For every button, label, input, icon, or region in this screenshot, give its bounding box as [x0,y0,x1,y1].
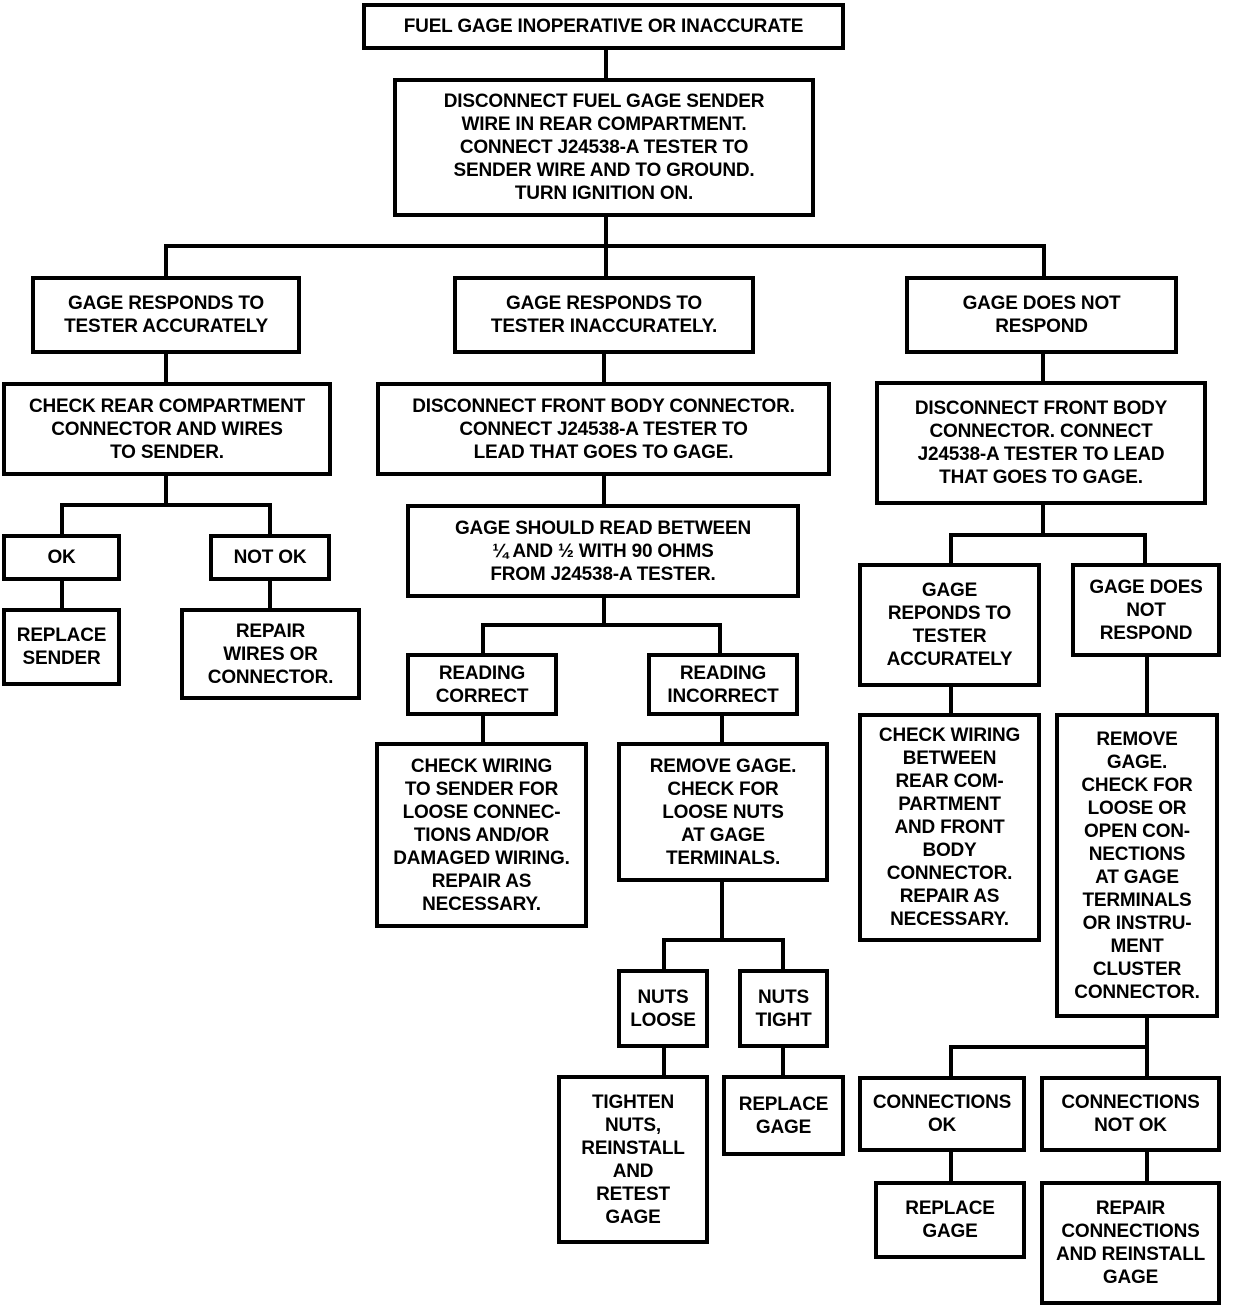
tighten-nuts-box: TIGHTEN NUTS, REINSTALL AND RETEST GAGE [557,1075,709,1244]
remove-gage-check-nuts-box: REMOVE GAGE. CHECK FOR LOOSE NUTS AT GAG… [617,742,829,882]
gage-responds-accurately-box: GAGE RESPONDS TO TESTER ACCURATELY [31,276,301,354]
root-problem-box: FUEL GAGE INOPERATIVE OR INACCURATE [362,3,845,50]
connections-ok-box: CONNECTIONS OK [858,1076,1026,1152]
initial-test-step-box: DISCONNECT FUEL GAGE SENDER WIRE IN REAR… [393,78,815,217]
gage-does-not-respond-box: GAGE DOES NOT RESPOND [905,276,1178,354]
disconnect-front-body-box: DISCONNECT FRONT BODY CONNECTOR. CONNECT… [376,382,831,476]
disconnect-front-body-c-box: DISCONNECT FRONT BODY CONNECTOR. CONNECT… [875,381,1207,505]
repair-wires-box: REPAIR WIRES OR CONNECTOR. [180,608,361,700]
nuts-loose-box: NUTS LOOSE [617,969,709,1048]
rear-ok-box: OK [2,534,121,581]
gage-responds-accurately-c-box: GAGE REPONDS TO TESTER ACCURATELY [858,563,1041,687]
rear-not-ok-box: NOT OK [209,534,331,581]
check-rear-compartment-box: CHECK REAR COMPARTMENT CONNECTOR AND WIR… [2,382,332,476]
check-wiring-between-box: CHECK WIRING BETWEEN REAR COM- PARTMENT … [858,713,1041,942]
remove-gage-check-connections-box: REMOVE GAGE. CHECK FOR LOOSE OR OPEN CON… [1055,713,1219,1018]
connections-not-ok-box: CONNECTIONS NOT OK [1040,1076,1221,1152]
replace-gage-c-box: REPLACE GAGE [874,1181,1026,1259]
replace-sender-box: REPLACE SENDER [2,608,121,686]
gage-does-not-respond-c-box: GAGE DOES NOT RESPOND [1071,563,1221,657]
replace-gage-b-box: REPLACE GAGE [722,1075,845,1156]
gage-should-read-box: GAGE SHOULD READ BETWEEN ¼ AND ½ WITH 90… [406,504,800,598]
nuts-tight-box: NUTS TIGHT [738,969,829,1048]
check-wiring-to-sender-box: CHECK WIRING TO SENDER FOR LOOSE CONNEC-… [375,742,588,928]
reading-correct-box: READING CORRECT [406,653,558,716]
reading-incorrect-box: READING INCORRECT [647,653,799,716]
repair-connections-box: REPAIR CONNECTIONS AND REINSTALL GAGE [1040,1181,1221,1305]
gage-responds-inaccurately-box: GAGE RESPONDS TO TESTER INACCURATELY. [453,276,755,354]
